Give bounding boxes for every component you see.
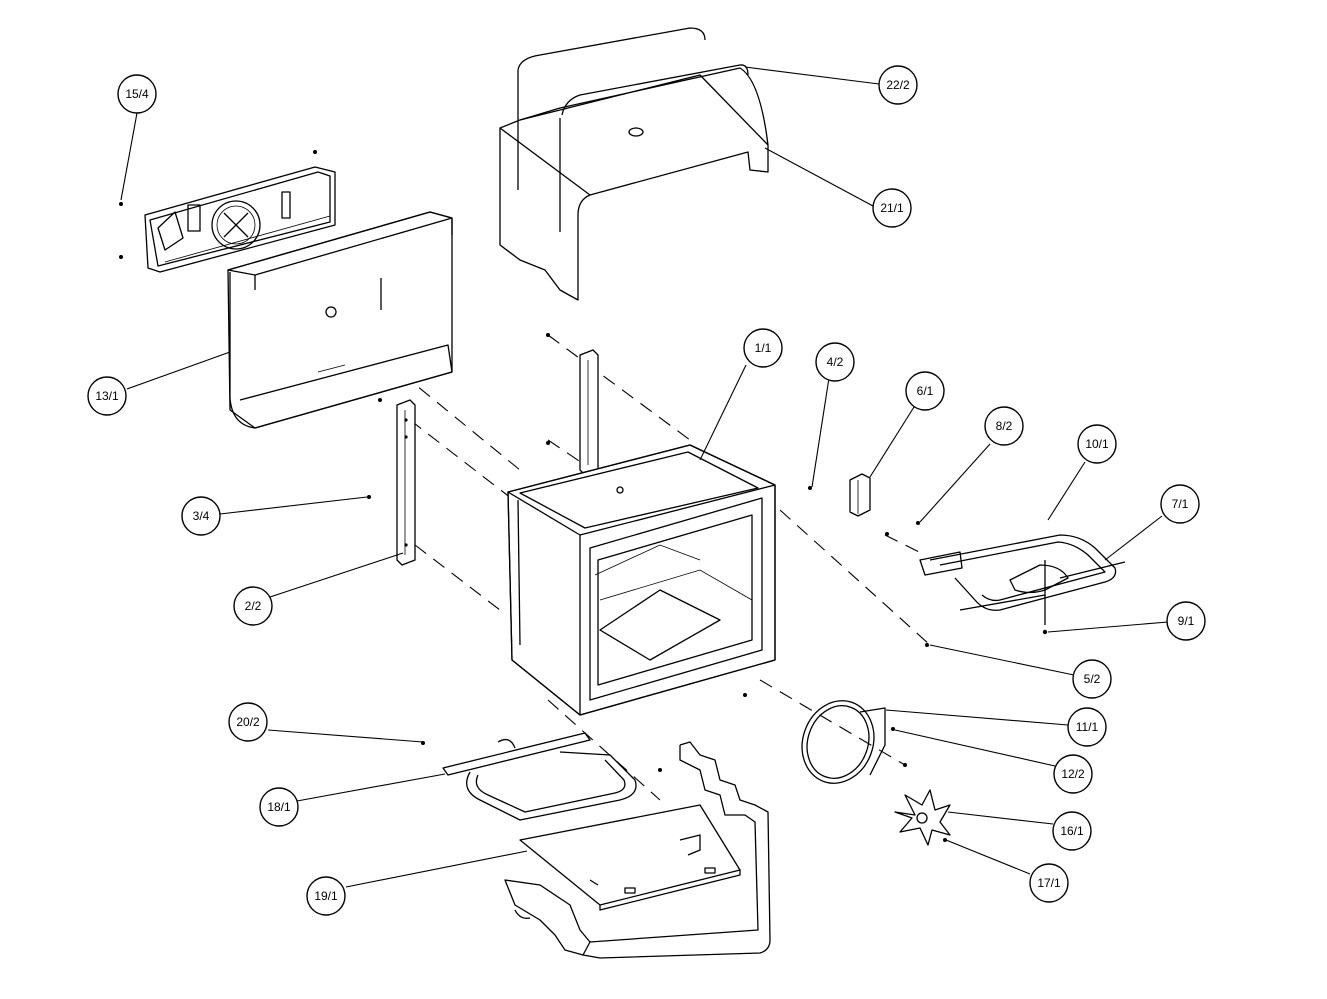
callout-label: 20/2 bbox=[236, 715, 260, 729]
callout-7-1: 7/1 bbox=[1160, 484, 1200, 524]
part-left-shelf-rail bbox=[367, 398, 416, 566]
part-top-cover bbox=[499, 27, 769, 301]
callout-label: 21/1 bbox=[880, 201, 904, 215]
callout-label: 15/4 bbox=[125, 87, 149, 101]
part-bottom-plate bbox=[519, 804, 741, 911]
part-oven-cavity bbox=[507, 444, 776, 716]
callout-3-4: 3/4 bbox=[181, 496, 221, 536]
callout-label: 12/2 bbox=[1061, 767, 1085, 781]
callout-label: 10/1 bbox=[1085, 437, 1109, 451]
callout-18-1: 18/1 bbox=[259, 787, 299, 827]
callout-label: 7/1 bbox=[1172, 497, 1189, 511]
callout-13-1: 13/1 bbox=[87, 376, 127, 416]
callout-2-2: 2/2 bbox=[233, 586, 273, 626]
callout-4-2: 4/2 bbox=[815, 342, 855, 382]
callout-15-4: 15/4 bbox=[117, 74, 157, 114]
callout-label: 19/1 bbox=[314, 889, 338, 903]
callout-label: 13/1 bbox=[95, 389, 119, 403]
callout-label: 2/2 bbox=[245, 599, 262, 613]
part-back-panel bbox=[227, 211, 453, 429]
callout-label: 11/1 bbox=[1076, 720, 1099, 734]
callout-label: 1/1 bbox=[755, 341, 772, 355]
callout-label: 16/1 bbox=[1060, 824, 1084, 838]
callout-label: 6/1 bbox=[917, 384, 934, 398]
part-lower-heating-element bbox=[421, 732, 662, 821]
callout-6-1: 6/1 bbox=[905, 371, 945, 411]
part-fan-blade bbox=[894, 789, 951, 846]
callout-label: 5/2 bbox=[1084, 672, 1101, 686]
assembly-dashed-lines bbox=[329, 314, 931, 801]
callout-12-2: 12/2 bbox=[1053, 754, 1093, 794]
part-base-frame bbox=[504, 741, 771, 959]
callout-1-1: 1/1 bbox=[743, 328, 783, 368]
callout-label: 8/2 bbox=[996, 419, 1013, 433]
callout-8-2: 8/2 bbox=[984, 406, 1024, 446]
callout-label: 3/4 bbox=[193, 509, 210, 523]
callout-label: 4/2 bbox=[827, 355, 844, 369]
callout-17-1: 17/1 bbox=[1029, 863, 1069, 903]
part-right-shelf-rail bbox=[546, 333, 599, 476]
callout-16-1: 16/1 bbox=[1052, 811, 1092, 851]
part-fan-shroud bbox=[801, 700, 907, 784]
leader-lines bbox=[120, 66, 1169, 888]
callout-22-2: 22/2 bbox=[878, 65, 918, 105]
callout-21-1: 21/1 bbox=[872, 188, 912, 228]
callout-20-2: 20/2 bbox=[228, 702, 268, 742]
callout-label: 9/1 bbox=[1178, 614, 1195, 628]
callout-label: 22/2 bbox=[886, 78, 910, 92]
callout-19-1: 19/1 bbox=[306, 876, 346, 916]
callout-label: 18/1 bbox=[267, 800, 291, 814]
part-lamp-block bbox=[808, 473, 871, 517]
callout-label: 17/1 bbox=[1037, 876, 1061, 890]
part-rear-motor-plate bbox=[119, 150, 336, 273]
callout-10-1: 10/1 bbox=[1077, 424, 1117, 464]
callout-11-1: 11/1 bbox=[1067, 707, 1107, 747]
callout-5-2: 5/2 bbox=[1072, 659, 1112, 699]
callout-9-1: 9/1 bbox=[1166, 601, 1206, 641]
part-grill-element bbox=[885, 521, 1126, 647]
